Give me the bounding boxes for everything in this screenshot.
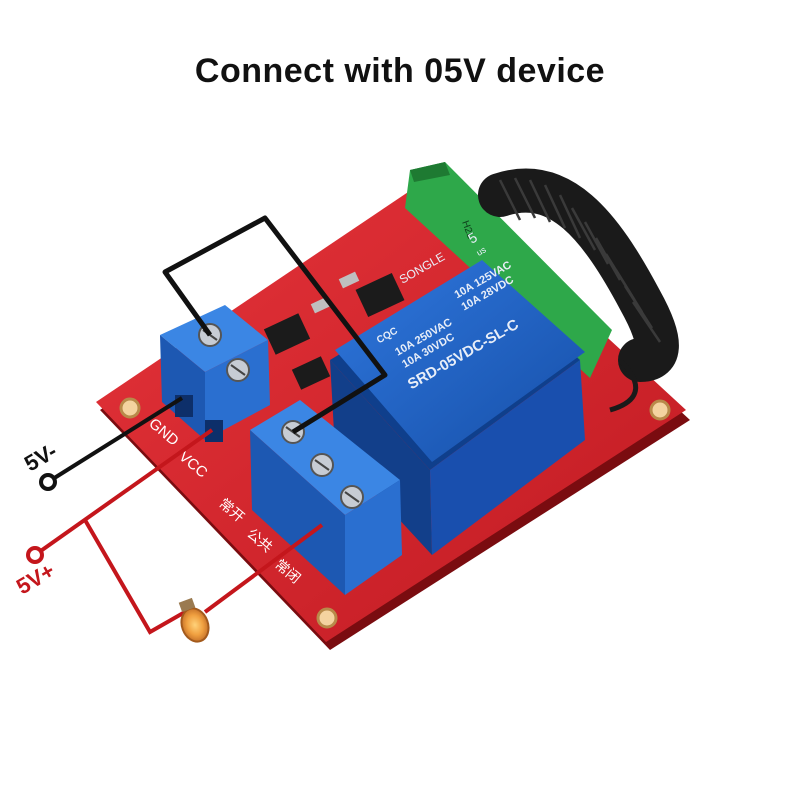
power-terminal	[160, 305, 270, 442]
headline: Connect with 05V device	[0, 52, 800, 91]
mount-hole	[119, 397, 141, 419]
headline-suffix: device	[496, 52, 606, 90]
relay: SONGLE 5 us CQC 10A 250VAC 10A 30VDC 10A…	[330, 229, 585, 555]
black-jumper-wire	[162, 215, 388, 435]
rf-receiver-board: H2L	[405, 162, 612, 378]
mount-hole	[649, 399, 671, 421]
relay-output-terminal	[250, 400, 402, 595]
positive-terminal-point	[26, 546, 44, 564]
smd-components	[263, 271, 405, 390]
negative-label: 5V-	[20, 438, 61, 476]
negative-terminal-point	[39, 473, 57, 491]
antenna-coil	[478, 168, 679, 413]
headline-voltage: 05V	[424, 52, 487, 90]
headline-prefix: Connect with	[194, 52, 415, 90]
light-bulb	[178, 597, 210, 643]
mount-hole	[316, 607, 338, 629]
positive-label: 5V+	[12, 558, 59, 600]
